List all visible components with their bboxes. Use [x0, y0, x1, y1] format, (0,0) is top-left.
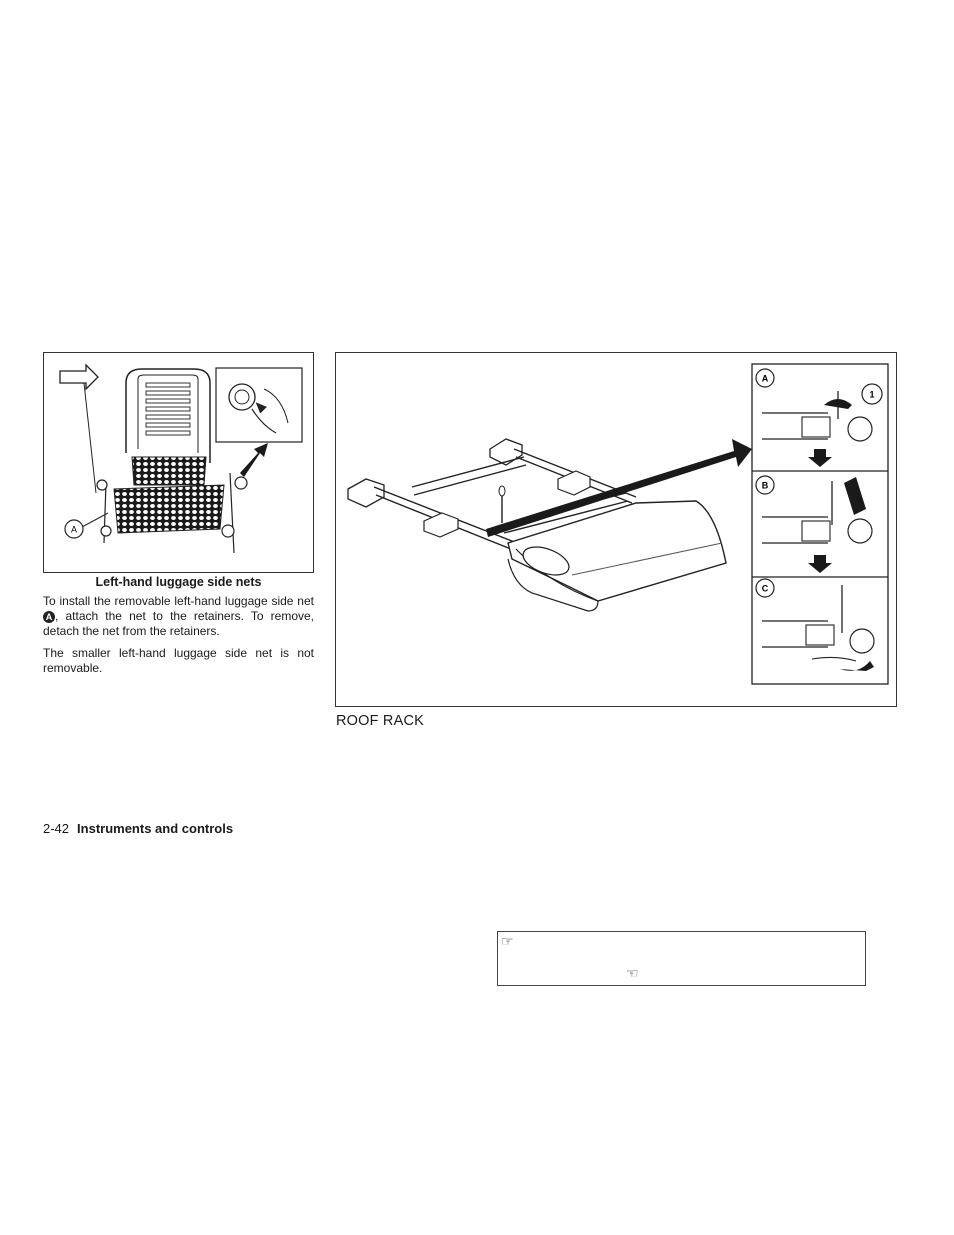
large-side-net: [113, 484, 225, 534]
small-side-net: [131, 456, 207, 486]
down-arrow: [808, 449, 832, 467]
luggage-net-illustration: A: [43, 352, 314, 573]
install-instructions: To install the removable left-hand lugga…: [43, 594, 314, 639]
panel-a: A 1: [755, 368, 883, 442]
figure-caption: Left-hand luggage side nets: [95, 575, 262, 589]
pointer-arrow: [240, 443, 268, 477]
callout-1: 1: [869, 390, 874, 400]
page-number: 2-42: [43, 821, 70, 836]
panel-b: B: [755, 475, 873, 544]
down-arrow: [808, 555, 832, 573]
chapter-title: Instruments and controls: [77, 821, 234, 836]
page-footer: 2-42 Instruments and controls: [43, 821, 233, 836]
pointer-arrow: [486, 439, 752, 537]
roof-rack-illustration: A 1 B C: [335, 352, 897, 707]
panel-c: C: [755, 578, 875, 671]
label-a-circle: [64, 519, 84, 539]
panel-label-a: A: [762, 374, 769, 384]
luggage-net-drawing: A: [59, 363, 303, 554]
small-net-note: The smaller left-hand luggage side net i…: [43, 646, 314, 675]
seat-slats: [145, 382, 191, 436]
para1-text-start: To install the removable left-hand lugga…: [43, 594, 314, 608]
roof-rack-drawing: A 1 B C: [347, 363, 889, 685]
label-a: A: [71, 525, 77, 535]
section-heading: ROOF RACK: [336, 713, 424, 729]
direction-arrow: [59, 363, 99, 391]
pointing-hand-icon: ☜: [626, 965, 639, 981]
para1-text-end: , attach the net to the retainers. To re…: [43, 609, 314, 638]
reference-note-box: ☞ ☜: [497, 931, 866, 986]
ref-a-badge: A: [43, 611, 55, 623]
panel-label-c: C: [762, 584, 769, 594]
panel-label-b: B: [762, 481, 769, 491]
pointing-hand-icon: ☞: [501, 933, 514, 949]
